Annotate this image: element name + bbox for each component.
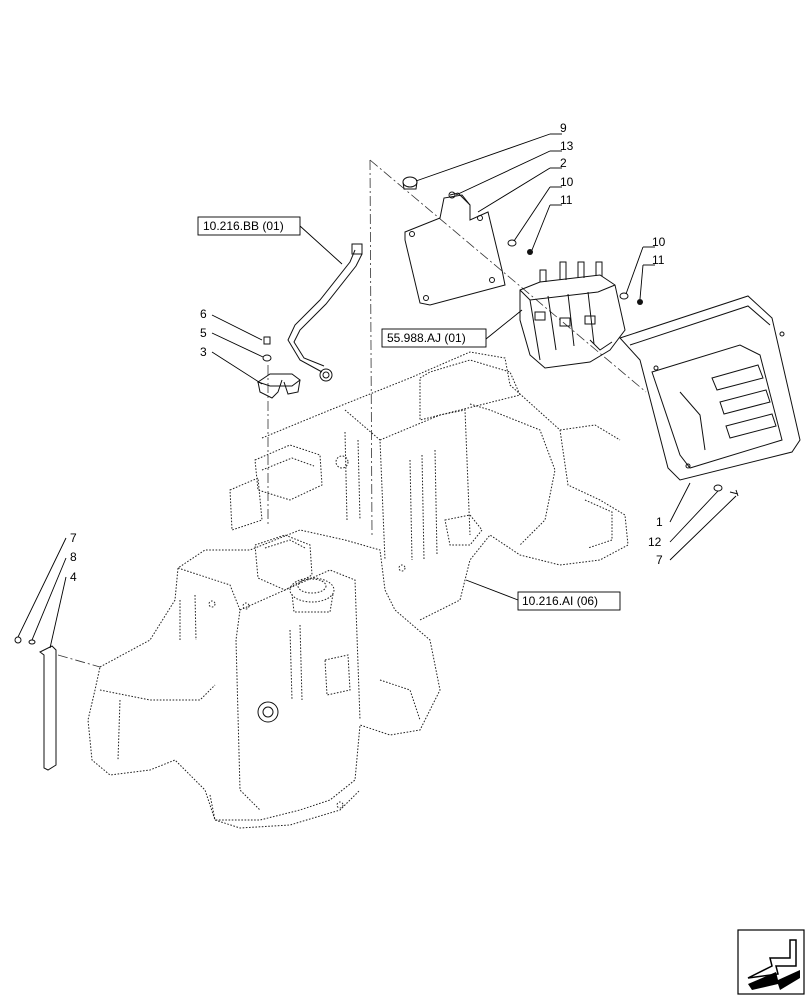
bracket-plate-part-2	[402, 176, 533, 306]
callout-9: 9	[560, 121, 567, 135]
callout-11-right: 11	[652, 253, 665, 267]
assembly-center-lines	[57, 159, 647, 668]
strap-part-4	[14, 636, 57, 771]
callout-7-right: 7	[656, 553, 663, 567]
ref-box-hose[interactable]: 10.216.BB (01)	[197, 216, 301, 236]
hose-clip-part-3	[256, 336, 301, 399]
ref-hose-label: 10.216.BB (01)	[203, 219, 284, 233]
callout-6: 6	[200, 307, 207, 321]
callout-8: 8	[70, 550, 77, 564]
callout-2: 2	[560, 156, 567, 170]
cover-panel-part-1	[619, 295, 801, 497]
previous-page-arrow-icon[interactable]	[737, 929, 805, 995]
ref-valve-label: 55.988.AJ (01)	[387, 331, 466, 345]
callout-10-right: 10	[652, 235, 666, 249]
callout-1: 1	[656, 515, 663, 529]
ref-box-tank[interactable]: 10.216.AI (06)	[517, 591, 621, 611]
callout-leader-lines	[17, 133, 737, 649]
callout-11-upper: 11	[560, 193, 573, 207]
callout-5: 5	[200, 326, 207, 340]
fuel-tank-illustration	[87, 351, 629, 829]
callout-12: 12	[648, 535, 662, 549]
callout-10-upper: 10	[560, 175, 574, 189]
callout-7-left: 7	[70, 531, 77, 545]
ref-tank-label: 10.216.AI (06)	[522, 594, 598, 608]
ref-box-valve[interactable]: 55.988.AJ (01)	[381, 328, 487, 348]
control-valve-assembly	[519, 261, 643, 369]
callout-13: 13	[560, 139, 574, 153]
fuel-hose-assembly	[287, 243, 363, 382]
callout-4: 4	[70, 570, 77, 584]
callout-3: 3	[200, 345, 207, 359]
